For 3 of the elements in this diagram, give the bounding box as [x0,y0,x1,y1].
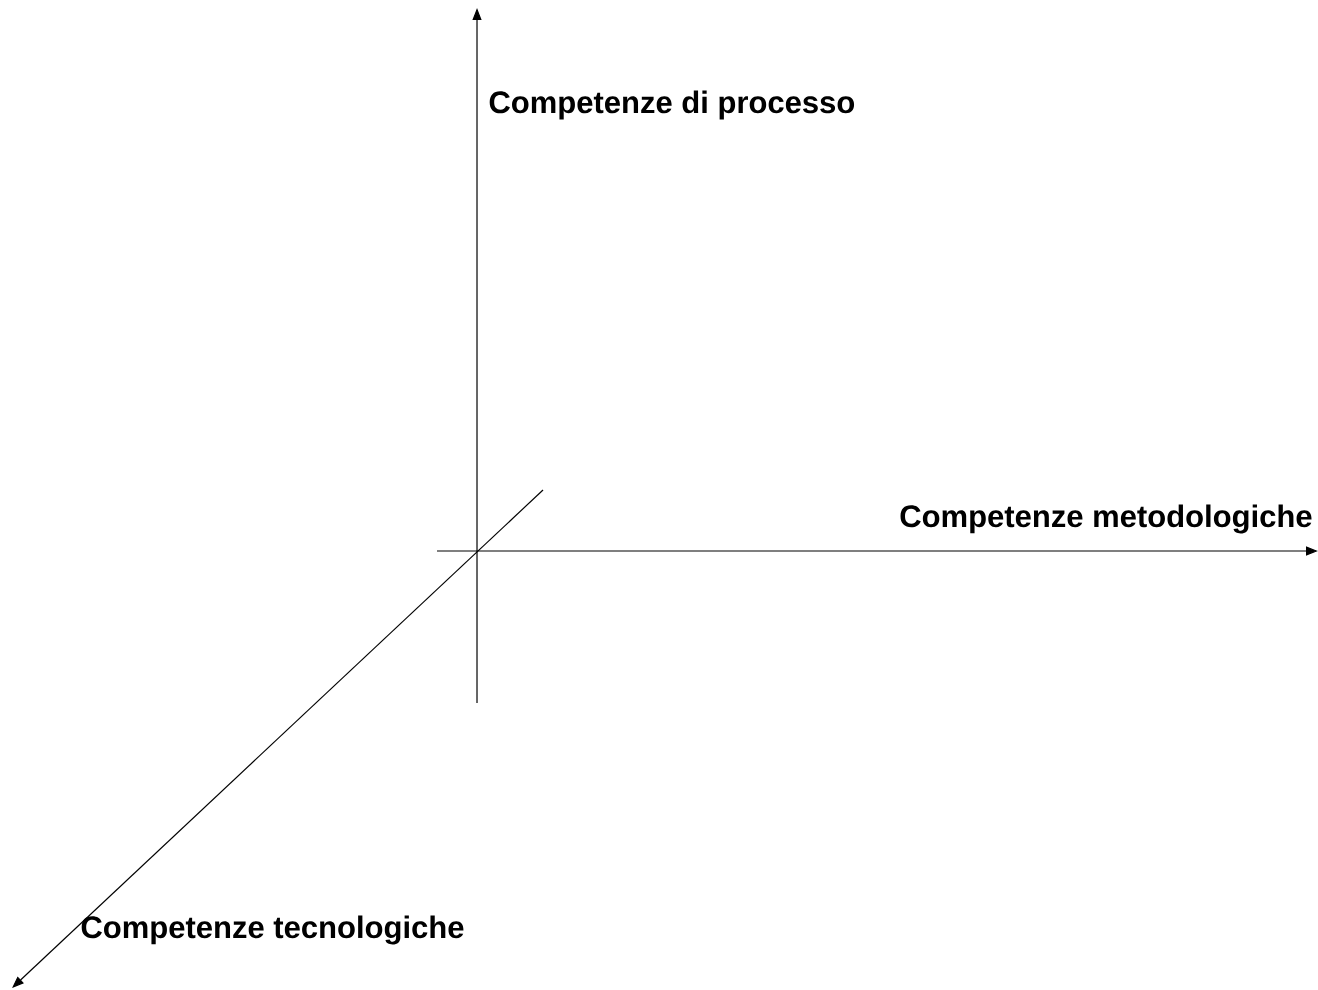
axis-label: Competenze di processo [489,90,855,120]
axis-label: Competenze tecnologiche [81,915,464,945]
axis-label: Competenze metodologiche [900,504,1312,534]
